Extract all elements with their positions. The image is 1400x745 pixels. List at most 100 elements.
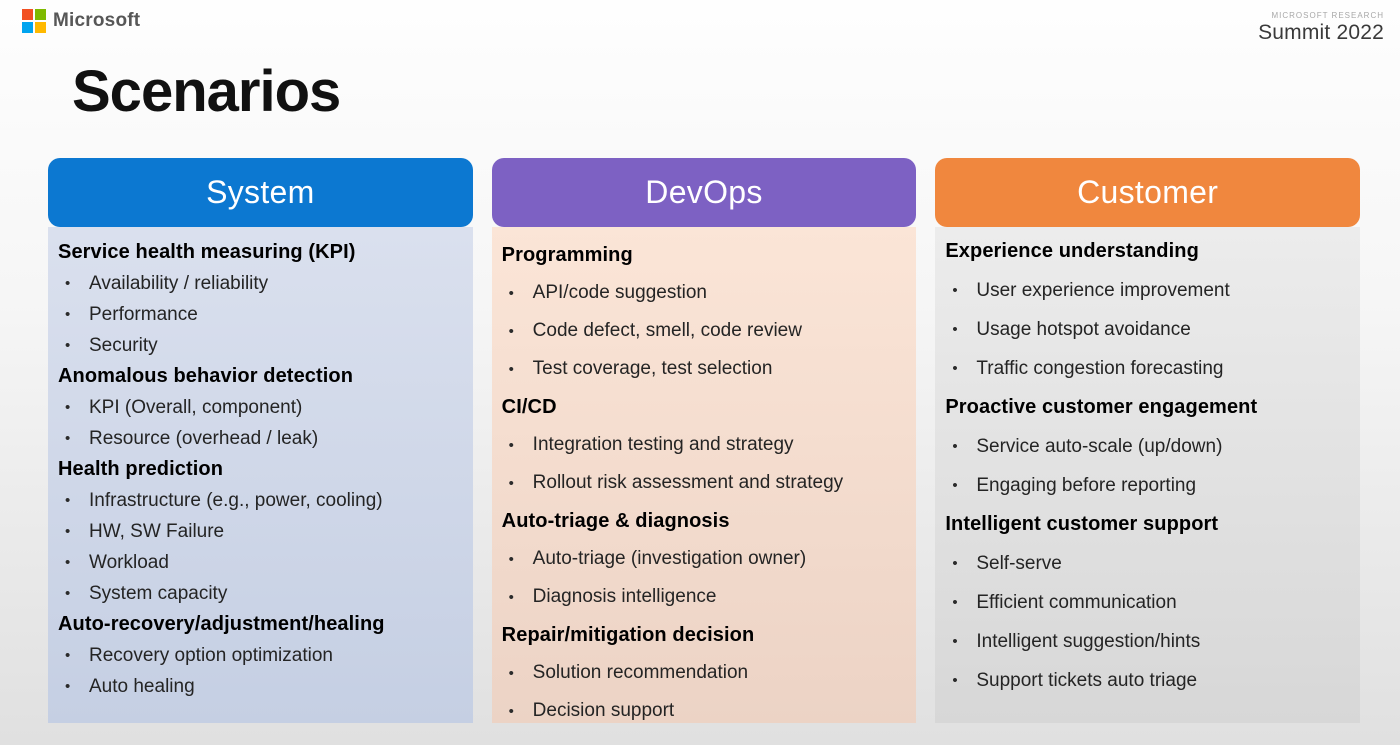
microsoft-logo: Microsoft	[22, 9, 140, 33]
bullet-icon: •	[952, 438, 958, 455]
bullet-text: Recovery option optimization	[89, 644, 333, 666]
section-heading: Experience understanding	[945, 240, 1199, 262]
bullet-icon: •	[508, 436, 514, 454]
bullet-text: Efficient communication	[976, 591, 1177, 613]
bullet-item: •Self-serve	[945, 544, 1354, 583]
bullet-text: Rollout risk assessment and strategy	[532, 472, 844, 493]
page-title: Scenarios	[72, 59, 341, 124]
section-heading: Anomalous behavior detection	[58, 365, 354, 387]
bullet-icon: •	[952, 360, 958, 377]
bullet-text: Integration testing and strategy	[532, 434, 794, 455]
bullet-text: Solution recommendation	[532, 662, 749, 683]
column-header-devops: DevOps	[491, 158, 917, 227]
bullet-icon: •	[952, 672, 958, 689]
bullet-item: • KPI (Overall, component)	[58, 392, 467, 423]
bullet-icon: •	[65, 430, 71, 447]
column-header-label: System	[206, 174, 315, 210]
bullet-icon: •	[508, 664, 514, 682]
bullet-item: • Usage hotspot avoidance	[945, 310, 1354, 349]
microsoft-logo-icon	[22, 9, 46, 33]
bullet-item: • Intelligent suggestion/hints	[945, 622, 1354, 661]
section-heading: CI/CD	[501, 395, 557, 418]
bullet-icon: •	[508, 702, 514, 720]
bullet-icon: •	[65, 275, 71, 292]
bullet-item: •Efficient communication	[945, 583, 1354, 622]
bullet-icon: •	[65, 678, 71, 695]
bullet-icon: •	[65, 337, 71, 354]
bullet-item: • Decision support	[502, 692, 911, 730]
bullet-text: Auto-triage (investigation owner)	[532, 548, 807, 569]
bullet-text: Infrastructure (e.g., power, cooling)	[89, 489, 383, 511]
bullet-text: Security	[89, 334, 158, 356]
bullet-item: •Support tickets auto triage	[945, 661, 1354, 700]
section-heading: Service health measuring (KPI)	[58, 241, 356, 263]
bullet-icon: •	[508, 284, 514, 302]
bullet-icon: •	[65, 399, 71, 416]
event-name-small: Microsoft Research	[1271, 11, 1384, 20]
bullet-item: • Solution recommendation	[502, 654, 911, 692]
bullet-icon: •	[65, 523, 71, 540]
column-body-system: Service health measuring (KPI) • Availabil…	[48, 227, 473, 723]
bullet-icon: •	[508, 550, 514, 568]
column-header-customer: Customer	[935, 158, 1361, 227]
bullet-text: Engaging before reporting	[976, 474, 1197, 496]
bullet-icon: •	[65, 306, 71, 323]
bullet-icon: •	[65, 585, 71, 602]
bullet-item: • Infrastructure (e.g., power, cooling)	[58, 485, 467, 516]
bullet-text: Usage hotspot avoidance	[976, 318, 1191, 340]
section-heading: Auto-recovery/adjustment/healing	[58, 613, 385, 635]
bullet-item: • API/code suggestion	[502, 274, 911, 312]
section-heading: Intelligent customer support	[945, 513, 1219, 535]
bullet-icon: •	[65, 492, 71, 509]
section-heading: Programming	[501, 243, 633, 266]
bullet-item: • Integration testing and strategy	[502, 426, 911, 464]
bullet-icon: •	[952, 282, 958, 299]
bullet-item: • Auto-triage (investigation owner)	[502, 540, 911, 578]
bullet-item: •HW, SW Failure	[58, 516, 467, 547]
bullet-icon: •	[508, 474, 514, 492]
bullet-item: • Auto healing	[58, 671, 467, 702]
bullet-item: • Resource (overhead / leak)	[58, 423, 467, 454]
bullet-icon: •	[952, 477, 958, 494]
bullet-text: Test coverage, test selection	[532, 358, 773, 379]
bullet-text: Performance	[89, 303, 198, 325]
bullet-text: Intelligent suggestion/hints	[976, 630, 1201, 652]
bullet-text: System capacity	[89, 582, 228, 604]
section-heading: Auto-triage & diagnosis	[501, 509, 730, 532]
bullet-icon: •	[952, 633, 958, 650]
bullet-text: Workload	[89, 551, 169, 573]
bullet-item: •Code defect, smell, code review	[502, 312, 911, 350]
column-header-system: System	[48, 158, 473, 227]
bullet-text: Resource (overhead / leak)	[89, 427, 319, 449]
microsoft-wordmark: Microsoft	[53, 10, 141, 31]
bullet-item: •Workload	[58, 547, 467, 578]
bullet-text: KPI (Overall, component)	[89, 396, 303, 418]
section-heading: Health prediction	[58, 458, 224, 480]
column-body-customer: Experience understanding•User experience…	[935, 227, 1361, 723]
bullet-icon: •	[508, 588, 514, 606]
event-name-large: Summit 2022	[1258, 20, 1384, 44]
bullet-item: • Performance	[58, 299, 467, 330]
bullet-icon: •	[952, 555, 958, 572]
bullet-text: Service auto-scale (up/down)	[976, 435, 1223, 457]
bullet-item: • Availability / reliability	[58, 268, 467, 299]
bullet-text: Traffic congestion forecasting	[976, 357, 1224, 379]
bullet-icon: •	[952, 321, 958, 338]
bullet-item: • Rollout risk assessment and strategy	[502, 464, 911, 502]
bullet-text: Auto healing	[89, 675, 195, 697]
column-header-label: Customer	[1077, 174, 1219, 210]
bullet-text: API/code suggestion	[532, 282, 707, 303]
column-body-devops: Programming • API/code suggestion •Code def…	[491, 227, 917, 723]
bullet-item: • Traffic congestion forecasting	[945, 349, 1354, 388]
section-heading: Proactive customer engagement	[945, 396, 1258, 418]
bullet-text: Decision support	[532, 700, 675, 721]
bullet-item: •Diagnosis intelligence	[502, 578, 911, 616]
bullet-item: • System capacity	[58, 578, 467, 609]
bullet-item: •Recovery option optimization	[58, 640, 467, 671]
bullet-text: Availability / reliability	[89, 272, 269, 294]
bullet-item: •Test coverage, test selection	[502, 350, 911, 388]
